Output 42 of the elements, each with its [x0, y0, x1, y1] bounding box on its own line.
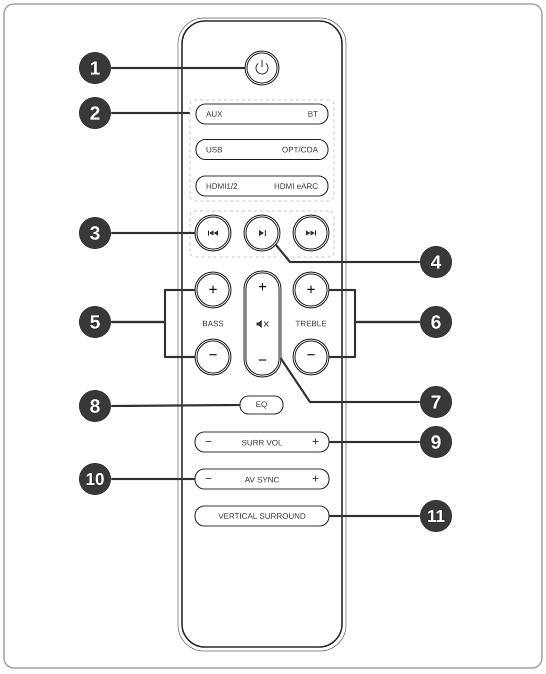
callout-number: 3 [79, 217, 111, 249]
round-button [194, 214, 232, 252]
pill-button: EQ [239, 395, 284, 415]
round-button: + [292, 272, 330, 308]
button-group [190, 100, 334, 202]
pill-button: VERTICAL SURROUND [194, 505, 330, 527]
leader-line [328, 320, 420, 358]
callout-number: 6 [420, 306, 452, 338]
leader-line [330, 440, 420, 444]
leader-line [111, 320, 196, 358]
leader-line [111, 112, 190, 114]
round-button: − [292, 338, 330, 376]
pill-button: HDMI1/2 HDMI eARC [195, 175, 329, 197]
leader-line [111, 478, 194, 480]
callout-number: 8 [79, 390, 111, 422]
leader-line [111, 404, 240, 408]
callout-number: 4 [420, 246, 452, 278]
callout-number: 11 [420, 500, 452, 532]
leader-line [111, 66, 246, 70]
leader-line [111, 232, 196, 234]
button-group [190, 210, 334, 258]
round-button: − [194, 338, 232, 376]
volume-rocker: + − [244, 270, 282, 378]
callout-number: 1 [79, 52, 111, 84]
pill-button: − AV SYNC + [194, 468, 330, 490]
round-button [292, 214, 330, 252]
leader-line [274, 244, 420, 264]
leader-line [280, 357, 420, 404]
leader-line [330, 514, 420, 518]
round-button [244, 214, 280, 252]
pill-button: USB OPT/COA [195, 138, 329, 160]
callout-number: 5 [79, 306, 111, 338]
round-button: + [194, 272, 232, 308]
button-label: BASS [203, 320, 224, 326]
callout-number: 9 [420, 426, 452, 458]
pill-button: AUX BT [195, 103, 329, 125]
callout-number: 2 [79, 97, 111, 129]
button-label: TREBLE [296, 320, 326, 326]
round-button [244, 50, 280, 86]
callout-number: 7 [420, 386, 452, 418]
pill-button: − SURR VOL + [194, 431, 330, 453]
callout-number: 10 [79, 463, 111, 495]
